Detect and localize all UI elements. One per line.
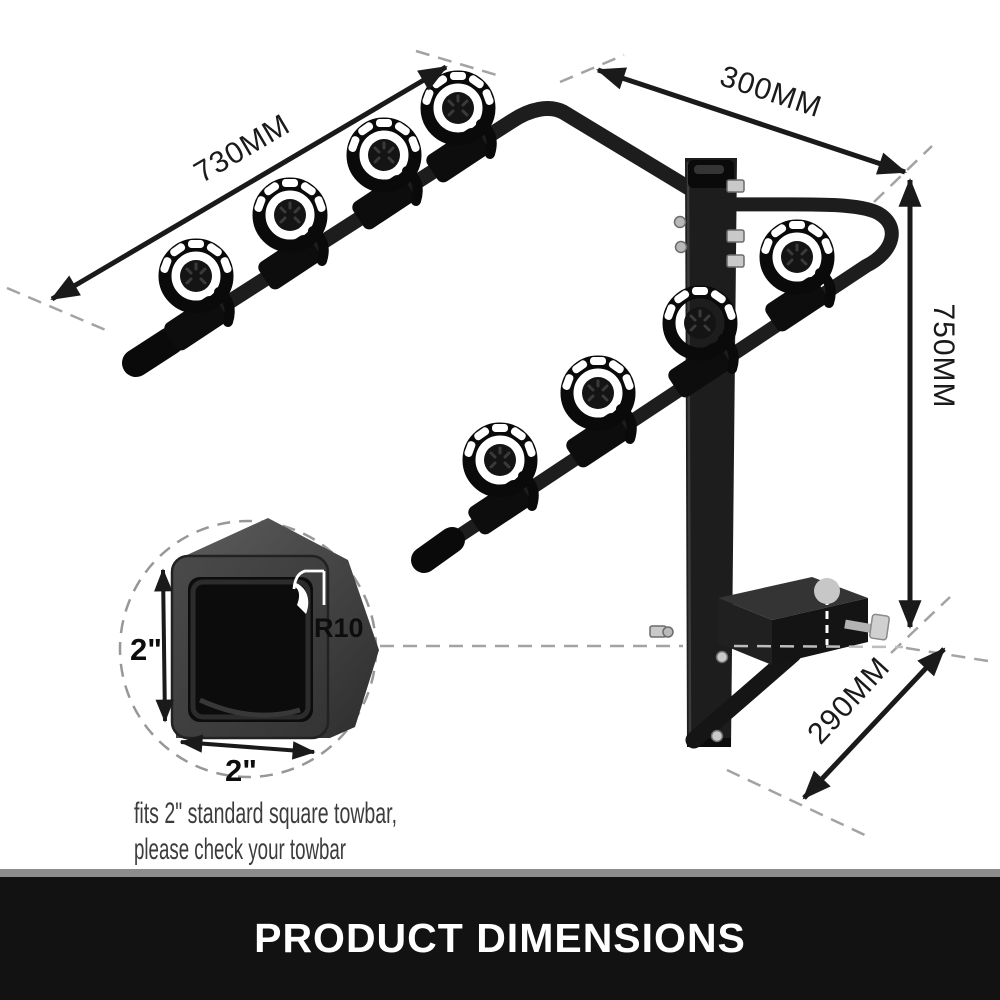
ext-line-300-right: [873, 145, 933, 203]
lower-rail-tube: [440, 197, 899, 551]
vertical-post: [685, 158, 737, 747]
lower-rail-end-cap: [411, 527, 465, 573]
hitch-pin-shaft: [844, 619, 875, 634]
ext-line-300-left: [559, 53, 625, 84]
hitch-tube-inset: R10 2" 2": [118, 518, 379, 788]
dim-label-730: 730MM: [189, 108, 296, 190]
inset-dim-label-width: 2": [225, 753, 257, 788]
r10-label: R10: [314, 613, 364, 643]
post-cap-gloss: [694, 165, 724, 174]
hitch-level-dash-mid: [733, 644, 904, 649]
hitch-box-left: [718, 598, 772, 665]
ext-line-290-bottom: [726, 768, 870, 839]
banner: PRODUCT DIMENSIONS: [0, 877, 1000, 1000]
tube-opening: [188, 577, 313, 722]
construction-dashes: [6, 49, 951, 839]
top-rail-tube: [143, 101, 705, 360]
inset-dim-line-height: [154, 568, 174, 723]
banner-divider: [0, 869, 1000, 877]
ext-line-750-bottom: [890, 596, 951, 654]
fit-note-line2: please check your towbar: [134, 833, 346, 866]
dim-line-730: [50, 64, 448, 302]
diagram-canvas: 730MM 300MM 750MM 290MM R10 2" 2" fits 2…: [6, 49, 989, 866]
ext-line-730-left: [6, 286, 109, 333]
inset-dim-label-height: 2": [130, 632, 162, 667]
fit-note: fits 2" standard square towbar, please c…: [134, 797, 397, 866]
tube-opening-bevel: [190, 579, 311, 720]
corner-radius-highlight: [293, 583, 309, 614]
post-bottom-end: [687, 738, 731, 747]
top-rail-end-cap: [122, 327, 184, 377]
hitch-level-dash-right: [905, 646, 989, 663]
hitch-bolts: [649, 625, 729, 743]
dim-label-290: 290MM: [801, 651, 896, 751]
hitch-pin-head: [869, 613, 890, 641]
banner-title: PRODUCT DIMENSIONS: [254, 915, 746, 961]
ext-line-730-right: [415, 49, 501, 78]
dim-line-290: [802, 647, 946, 800]
dim-label-750: 750MM: [927, 303, 960, 408]
pin-marker-dot: [814, 578, 840, 604]
hitch-box-front: [772, 598, 868, 665]
tube-inner-shine: [198, 697, 301, 718]
r10-callout-lines: [292, 569, 326, 605]
hitch-brace: [685, 645, 802, 749]
inset-dim-line-width: [179, 734, 316, 760]
dim-line-300: [596, 67, 907, 175]
lower-rail-clamps: [463, 221, 833, 537]
fit-note-line1: fits 2" standard square towbar,: [134, 797, 397, 830]
post-bolts: [673, 179, 745, 268]
top-rail-clamps: [159, 72, 494, 353]
post-highlight: [686, 161, 692, 746]
